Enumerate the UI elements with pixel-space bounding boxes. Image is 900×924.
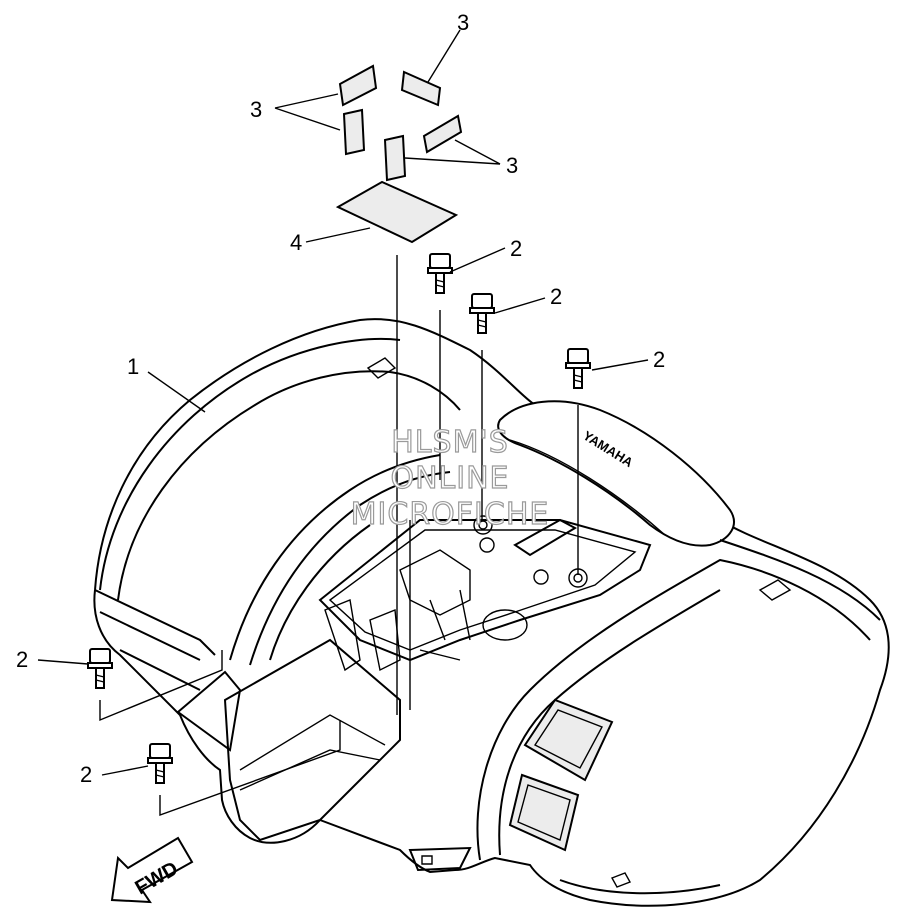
callout-2a: 2 — [510, 236, 522, 261]
center-deck — [318, 519, 652, 662]
pad-group — [338, 64, 463, 182]
leader-1 — [147, 371, 206, 413]
mudguard-flap — [176, 670, 242, 752]
lower-tab-slot — [421, 855, 433, 865]
mudguard-box-inner — [239, 714, 386, 791]
leader-3-left-a — [274, 93, 339, 109]
side-tab — [758, 579, 792, 601]
inner-rib — [419, 589, 471, 661]
watermark: HLSM'S ONLINE MICROFICHE — [350, 424, 550, 532]
bolt-4 — [87, 648, 113, 689]
left-inner-wall-2 — [249, 471, 451, 666]
bolt-5 — [147, 743, 173, 784]
mount-hole — [533, 569, 549, 585]
leader-3-right-a — [454, 139, 501, 165]
pad-mid-right — [422, 114, 463, 154]
leader-2e — [101, 765, 149, 776]
callout-2c: 2 — [653, 347, 665, 372]
pad-mid-left — [342, 108, 366, 156]
reflector-recess-lower — [508, 773, 580, 852]
watermark-line-3: MICROFICHE — [351, 497, 550, 532]
mount-hole — [479, 537, 495, 553]
left-wing-rim — [117, 370, 461, 601]
left-wing-band — [94, 589, 216, 691]
sheet-part — [335, 180, 459, 244]
leader-4 — [305, 227, 371, 243]
right-wing-rim — [476, 558, 871, 861]
deck-round-recess — [482, 609, 528, 641]
mount-hole — [473, 515, 493, 535]
bottom-skirt — [559, 879, 721, 895]
callout-4: 4 — [290, 230, 302, 255]
callout-2b: 2 — [550, 284, 562, 309]
inner-bracket — [324, 599, 401, 672]
rear-fender: YAMAHA — [93, 318, 890, 907]
right-wing-contour — [719, 539, 881, 621]
left-inner-wall — [229, 454, 441, 661]
left-wing-contour — [99, 337, 401, 591]
leader-lines — [37, 29, 649, 776]
callout-2d: 2 — [16, 647, 28, 672]
bolt-1 — [427, 253, 453, 294]
leader-2d — [37, 659, 89, 665]
bottom-clip — [610, 872, 632, 888]
lower-tab — [408, 846, 472, 872]
rear-hump — [497, 400, 735, 547]
arrow-icon — [110, 836, 194, 904]
deck-slot — [513, 518, 578, 557]
leader-2a — [449, 247, 506, 273]
reflector-recess-upper-inner — [533, 709, 603, 769]
guide-line-left — [99, 650, 223, 722]
pad-lower-center — [383, 134, 407, 182]
watermark-line-1: HLSM'S — [391, 425, 509, 460]
reflector-recess-upper — [523, 698, 614, 782]
callout-3-top: 3 — [457, 10, 469, 35]
leader-3-top — [427, 29, 461, 83]
top-tab — [366, 357, 397, 379]
rear-hump-edge — [509, 439, 666, 536]
leader-2c — [591, 359, 649, 371]
pad-top-left — [338, 64, 378, 107]
watermark-line-2: ONLINE — [390, 461, 509, 496]
guide-line-lower — [159, 720, 341, 816]
leader-3-left-b — [274, 107, 341, 131]
leader-3-right-b — [404, 157, 501, 165]
guide-lines — [99, 255, 579, 816]
left-inner-wall-3 — [269, 524, 371, 661]
bolt-2 — [469, 293, 495, 334]
leader-2b — [494, 297, 546, 314]
callout-2e: 2 — [80, 762, 92, 787]
bolt-3 — [565, 348, 591, 389]
reflector-recess-lower-inner — [517, 784, 571, 841]
fwd-arrow: FWD — [110, 836, 194, 904]
pad-top-right — [400, 70, 442, 107]
mount-hole — [478, 520, 488, 530]
callout-1: 1 — [127, 354, 139, 379]
callout-3-left: 3 — [250, 97, 262, 122]
mudguard-box — [223, 638, 401, 842]
callout-3-right: 3 — [506, 153, 518, 178]
